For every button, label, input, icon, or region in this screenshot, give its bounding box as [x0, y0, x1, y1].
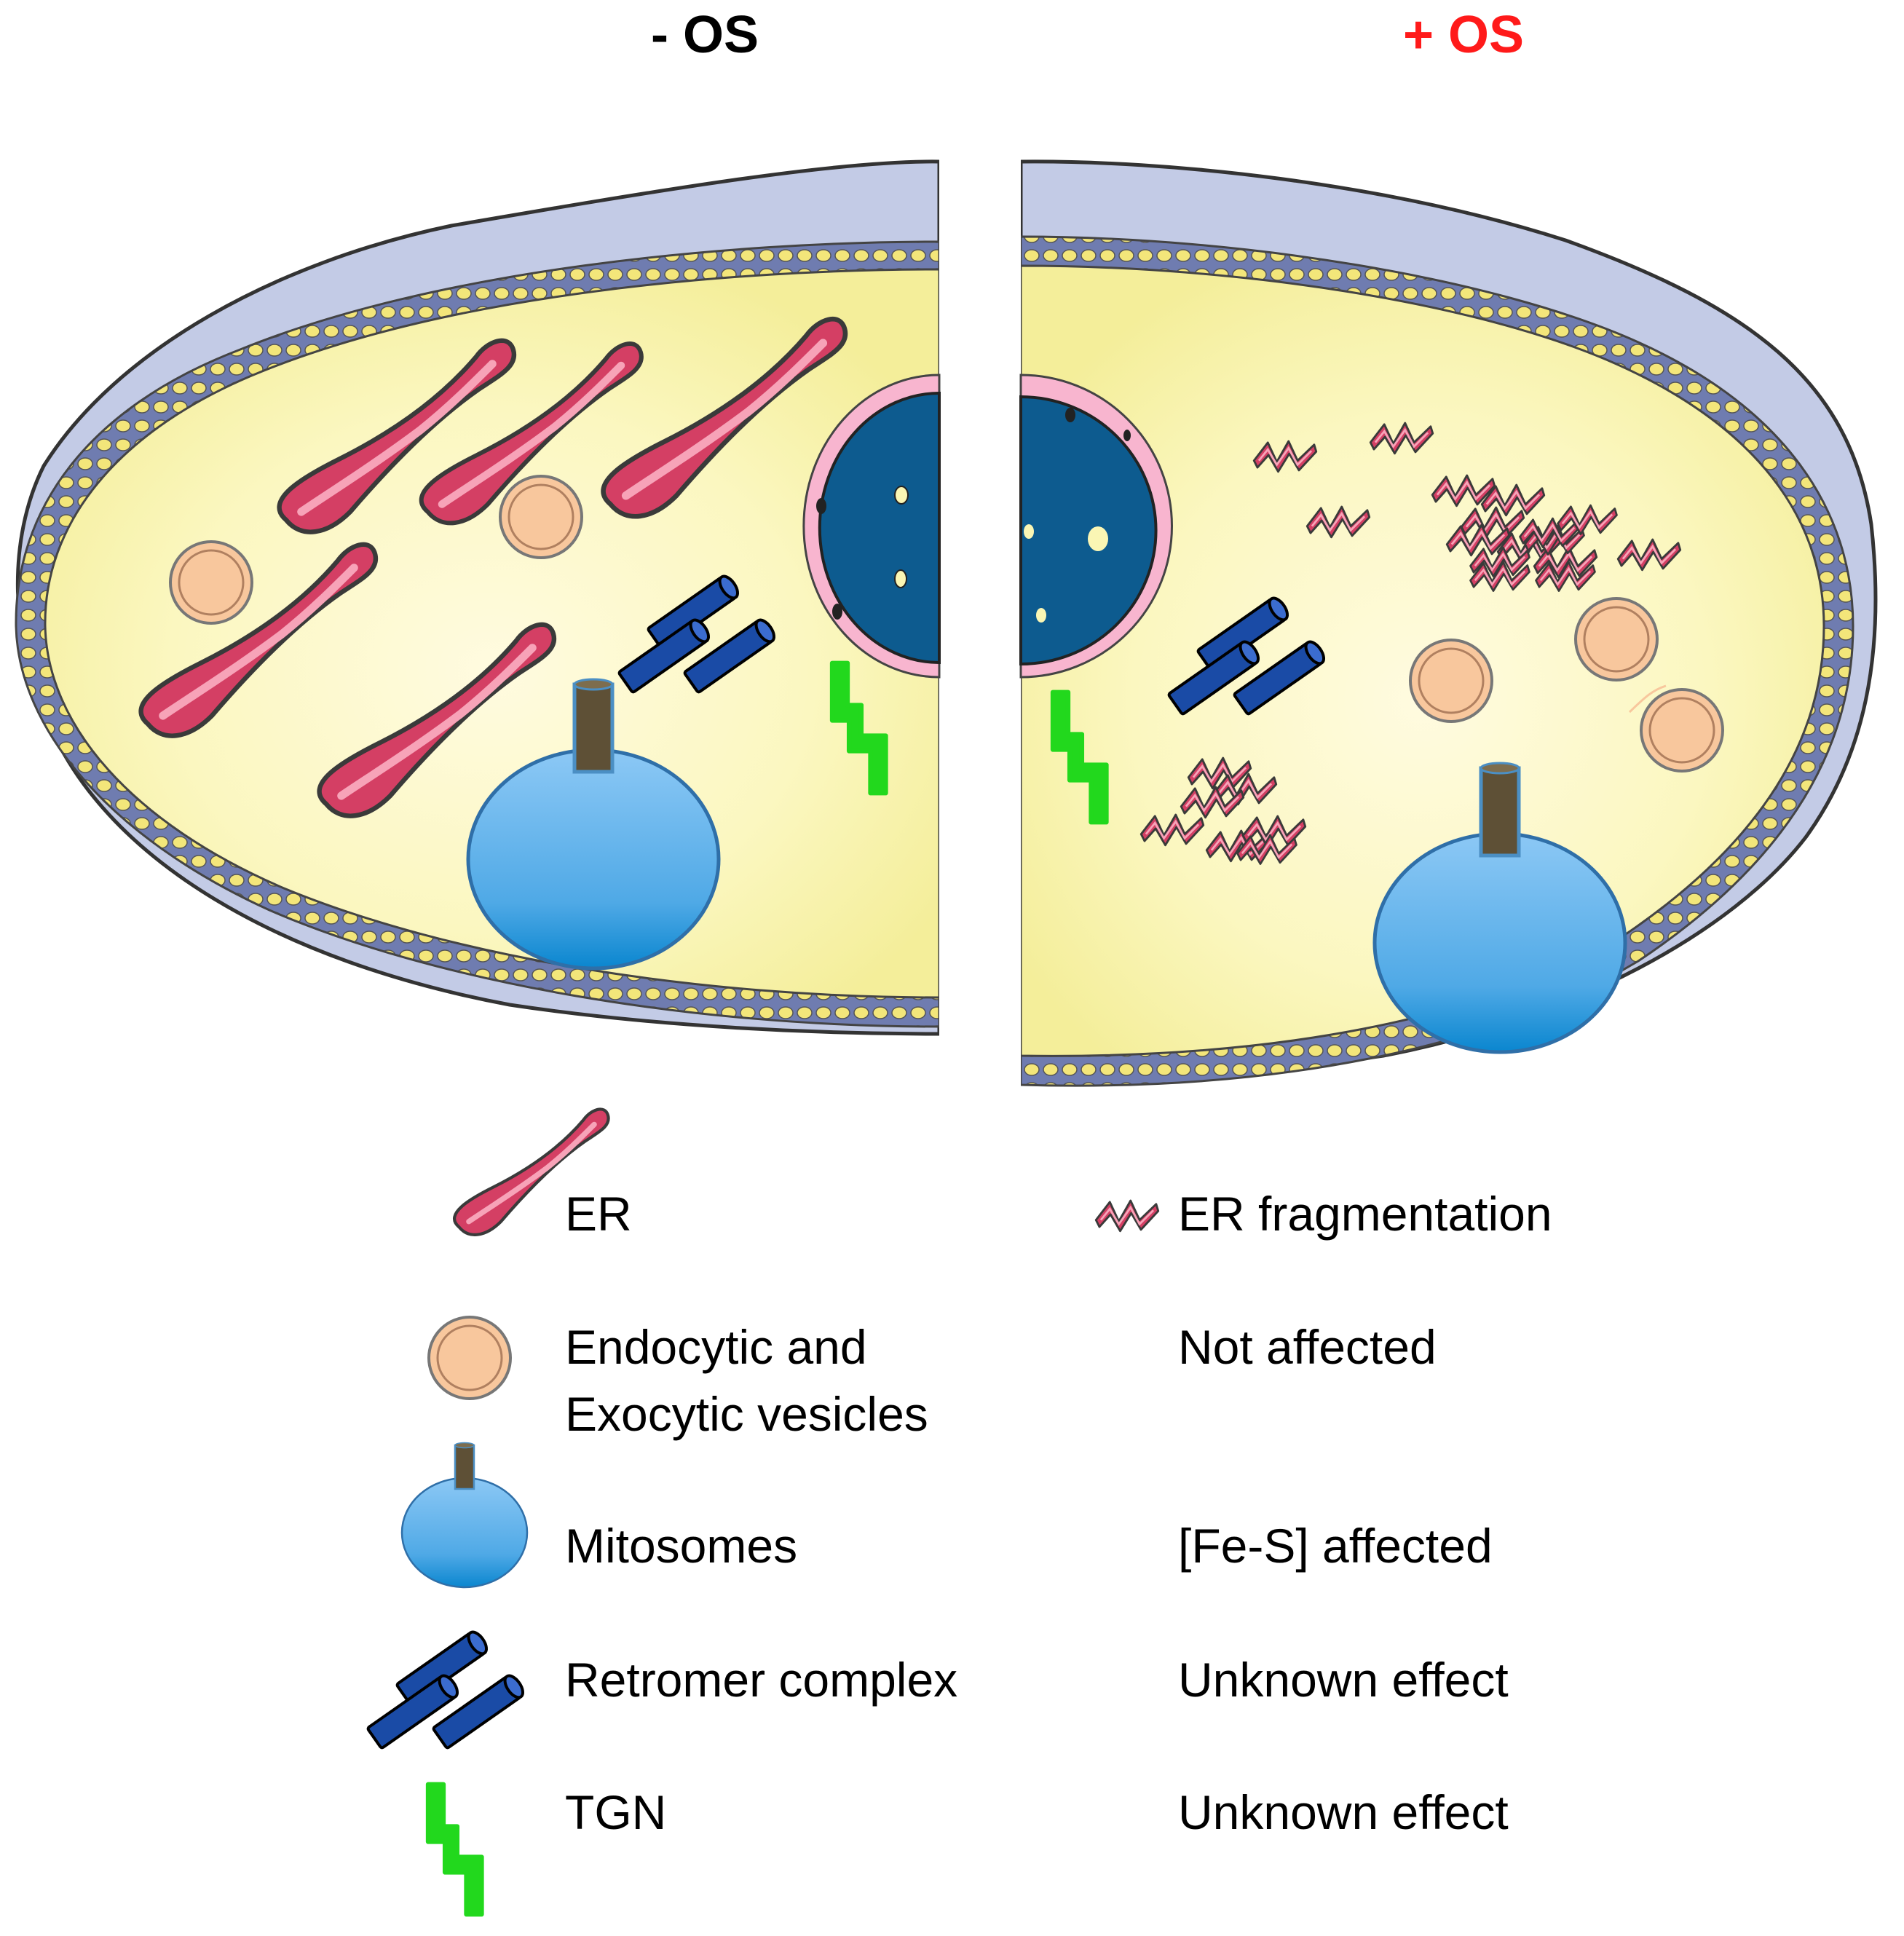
vesicle — [1409, 639, 1493, 723]
er-fragmentation-icon — [1094, 1199, 1160, 1233]
header-plus-os: + OS — [1403, 6, 1524, 64]
vesicle — [499, 475, 583, 559]
header-minus-os: - OS — [651, 6, 759, 64]
legend: ER ER fragmentation Endocytic and Exocyt… — [367, 1109, 1552, 1914]
legend-effect-vesicles: Not affected — [1178, 1320, 1437, 1374]
nucleus-left-half — [802, 374, 941, 679]
vesicle — [1574, 597, 1659, 681]
legend-label-er: ER — [565, 1187, 632, 1241]
center-divider — [939, 153, 1021, 1099]
legend-label-tgn: TGN — [565, 1785, 666, 1839]
retromer-icon — [367, 1629, 526, 1748]
legend-effect-er: ER fragmentation — [1178, 1187, 1552, 1241]
tgn-icon — [428, 1785, 482, 1915]
vesicle — [169, 540, 253, 625]
legend-effect-tgn: Unknown effect — [1178, 1785, 1509, 1839]
legend-effect-mitosomes: [Fe-S] affected — [1178, 1519, 1493, 1573]
vesicle-icon — [427, 1316, 512, 1400]
vesicle-fusion-mark — [1628, 684, 1667, 714]
mitosome-icon — [400, 1442, 529, 1589]
legend-label-mitosomes: Mitosomes — [565, 1519, 797, 1573]
legend-label-retromer: Retromer complex — [565, 1653, 957, 1707]
vesicle — [1640, 688, 1724, 773]
left-organelles — [141, 319, 941, 968]
legend-label-vesicles: Endocytic and Exocytic vesicles — [565, 1320, 928, 1441]
nucleus-right-half — [1019, 374, 1173, 679]
right-organelles — [1019, 374, 1724, 1052]
legend-effect-retromer: Unknown effect — [1178, 1653, 1509, 1707]
